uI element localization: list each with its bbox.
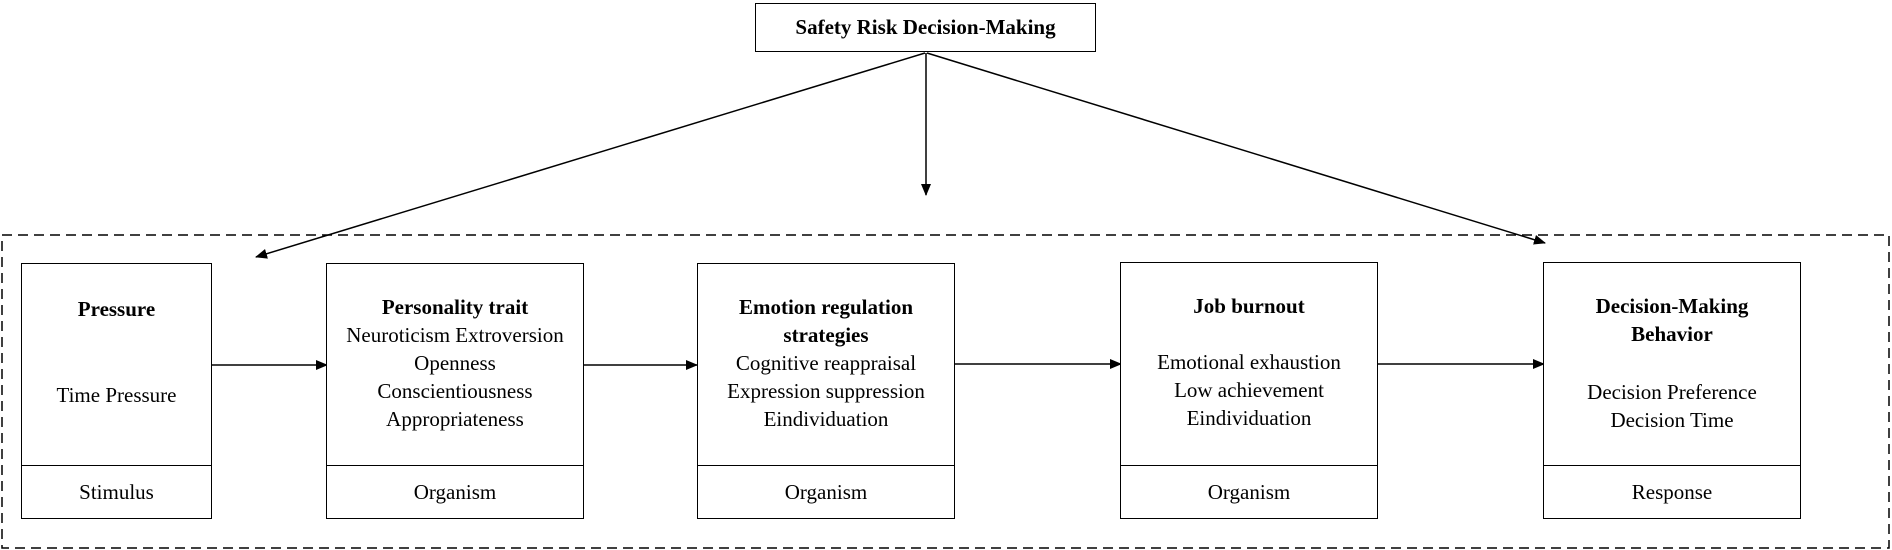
decision-making-behavior-title: Decision-Making Behavior	[1544, 292, 1800, 348]
decision-making-behavior-content: Decision-Making Behavior Decision Prefer…	[1544, 263, 1800, 466]
emotion-regulation-content: Emotion regulation strategies Cognitive …	[698, 264, 954, 466]
decision-making-behavior-item: Decision Time	[1610, 408, 1734, 432]
decision-making-behavior-title-line: Behavior	[1631, 322, 1713, 346]
emotion-regulation-item: Eindividuation	[763, 407, 889, 431]
job-burnout-title: Job burnout	[1193, 294, 1305, 318]
decision-making-behavior-role-label: Response	[1544, 465, 1800, 518]
emotion-regulation-item: Expression suppression	[727, 379, 925, 403]
personality-trait-item: Appropriateness	[386, 407, 524, 431]
top-box-title: Safety Risk Decision-Making	[795, 15, 1056, 39]
job-burnout-box: Job burnout Emotional exhaustion Low ach…	[1120, 262, 1378, 519]
personality-trait-title: Personality trait	[381, 295, 529, 319]
dashed-group-border	[1, 234, 1890, 549]
emotion-regulation-box: Emotion regulation strategies Cognitive …	[697, 263, 955, 519]
job-burnout-item: Emotional exhaustion	[1157, 350, 1341, 374]
decision-making-behavior-box: Decision-Making Behavior Decision Prefer…	[1543, 262, 1801, 519]
personality-trait-content: Personality trait Neuroticism Extroversi…	[327, 264, 583, 466]
personality-trait-item: Conscientiousness	[377, 379, 533, 403]
personality-trait-item: Neuroticism Extroversion	[346, 323, 564, 347]
job-burnout-content: Job burnout Emotional exhaustion Low ach…	[1121, 263, 1377, 466]
decision-making-behavior-title-line: Decision-Making	[1595, 294, 1749, 318]
job-burnout-item: Eindividuation	[1186, 406, 1312, 430]
emotion-regulation-role-label: Organism	[698, 465, 954, 518]
pressure-title: Pressure	[77, 297, 156, 321]
job-burnout-items: Emotional exhaustion Low achievement Ein…	[1121, 348, 1377, 432]
safety-risk-decision-making-box: Safety Risk Decision-Making	[755, 3, 1096, 52]
job-burnout-role-label: Organism	[1121, 465, 1377, 518]
personality-trait-role-label: Organism	[327, 465, 583, 518]
pressure-item: Time Pressure	[56, 383, 177, 407]
arrow-top-to-behavior	[926, 52, 1546, 245]
emotion-regulation-item: Cognitive reappraisal	[735, 351, 917, 375]
pressure-role-label: Stimulus	[22, 465, 211, 518]
job-burnout-item: Low achievement	[1174, 378, 1324, 402]
emotion-regulation-title-line: Emotion regulation	[738, 295, 914, 319]
personality-trait-item: Openness	[414, 351, 496, 375]
pressure-box: Pressure Time Pressure Stimulus	[21, 263, 212, 519]
decision-making-behavior-items: Decision Preference Decision Time	[1544, 378, 1800, 434]
emotion-regulation-title-line: strategies	[783, 323, 869, 347]
pressure-content: Pressure Time Pressure	[22, 264, 211, 466]
personality-trait-box: Personality trait Neuroticism Extroversi…	[326, 263, 584, 519]
arrow-top-to-pressure	[255, 52, 926, 259]
decision-making-behavior-item: Decision Preference	[1587, 380, 1757, 404]
